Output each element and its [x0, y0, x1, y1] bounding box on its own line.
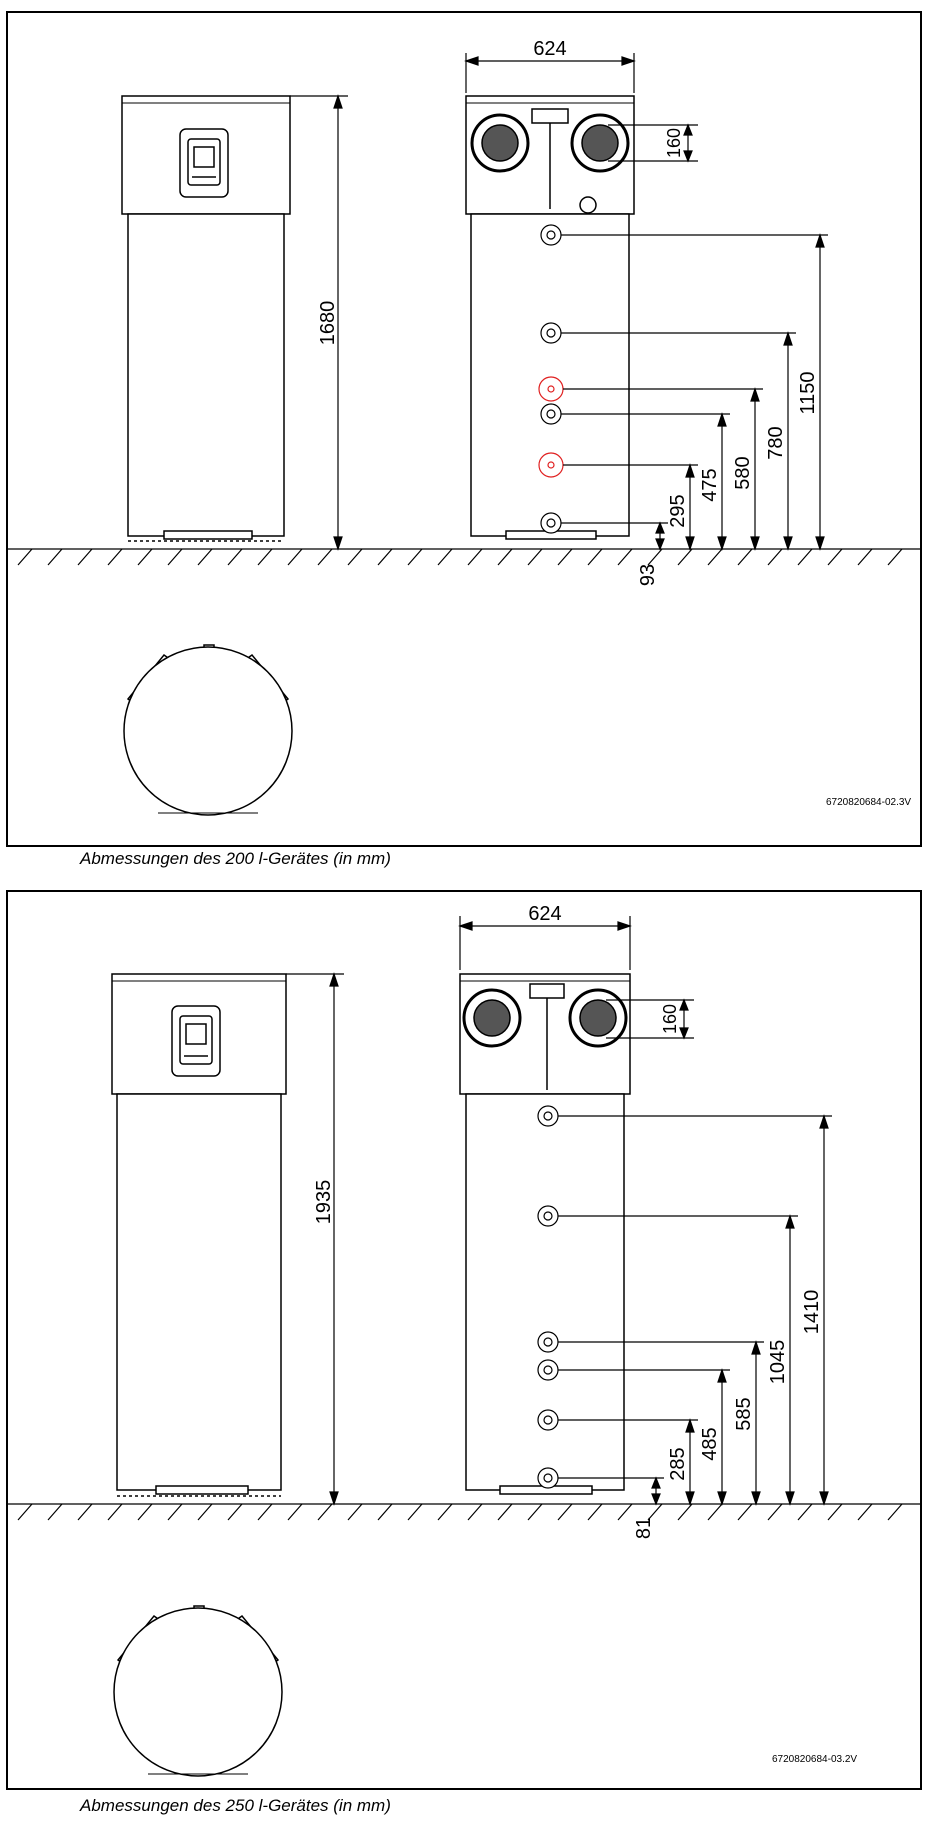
side-view-200l — [465, 95, 635, 540]
document-id: 6720820684-03.2V — [772, 1754, 858, 1765]
dimension-width-250l — [458, 916, 632, 970]
document-id: 6720820684-02.3V — [826, 797, 912, 808]
dimension-total-height-200l — [290, 94, 348, 551]
total-height-label: 1680 — [317, 301, 339, 346]
caption-200l: Abmessungen des 200 l-Gerätes (in mm) — [80, 849, 391, 868]
duct-label: 160 — [664, 128, 684, 158]
connection-label-485: 485 — [699, 1427, 721, 1460]
connection-label-780: 780 — [765, 426, 787, 459]
foot-label: 81 — [633, 1517, 655, 1539]
top-view-250l — [113, 1605, 283, 1777]
side-bracket — [529, 983, 565, 999]
foot-label: 93 — [637, 564, 659, 586]
caption-250l: Abmessungen des 250 l-Gerätes (in mm) — [80, 1796, 391, 1815]
side-tank-body — [465, 1093, 625, 1491]
front-base-plate — [163, 530, 253, 540]
diagram-panel-250l: 1935 624 160 — [6, 890, 922, 1790]
diagram-200l-drawing: 1680 624 — [8, 38, 920, 816]
diagram-250l-drawing: 1935 624 160 — [8, 903, 920, 1777]
width-label: 624 — [533, 38, 566, 60]
top-view-circle — [113, 1607, 283, 1777]
width-label: 624 — [528, 903, 561, 925]
connection-label-580: 580 — [732, 456, 754, 489]
connection-label-1150: 1150 — [797, 371, 819, 414]
dimension-total-height-250l — [286, 972, 344, 1506]
front-tank-body — [116, 1093, 282, 1491]
connection-label-285: 285 — [667, 1447, 689, 1480]
floor-line-250l — [8, 1503, 920, 1521]
duct-label: 160 — [660, 1004, 680, 1034]
floor-line-200l — [8, 548, 920, 566]
dimension-duct-250l — [606, 998, 694, 1040]
total-height-label: 1935 — [313, 1180, 335, 1225]
front-tank-body — [127, 213, 285, 537]
condensate-outlet-icon — [579, 196, 597, 214]
connection-label-1045: 1045 — [767, 1340, 789, 1385]
front-view-200l — [121, 95, 291, 542]
diagram-panel-200l: 1680 624 — [6, 11, 922, 847]
side-bracket — [531, 108, 569, 124]
front-base-plate — [155, 1485, 249, 1495]
connection-label-475: 475 — [699, 468, 721, 501]
top-view-circle — [123, 646, 293, 816]
dimension-width-200l — [464, 53, 636, 93]
connection-label-1410: 1410 — [801, 1290, 823, 1335]
top-view-200l — [123, 644, 293, 816]
connection-label-585: 585 — [733, 1397, 755, 1430]
connection-label-295: 295 — [667, 494, 689, 527]
side-tank-body — [470, 213, 630, 537]
front-view-250l — [111, 973, 287, 1497]
dimension-duct-200l — [608, 123, 698, 163]
